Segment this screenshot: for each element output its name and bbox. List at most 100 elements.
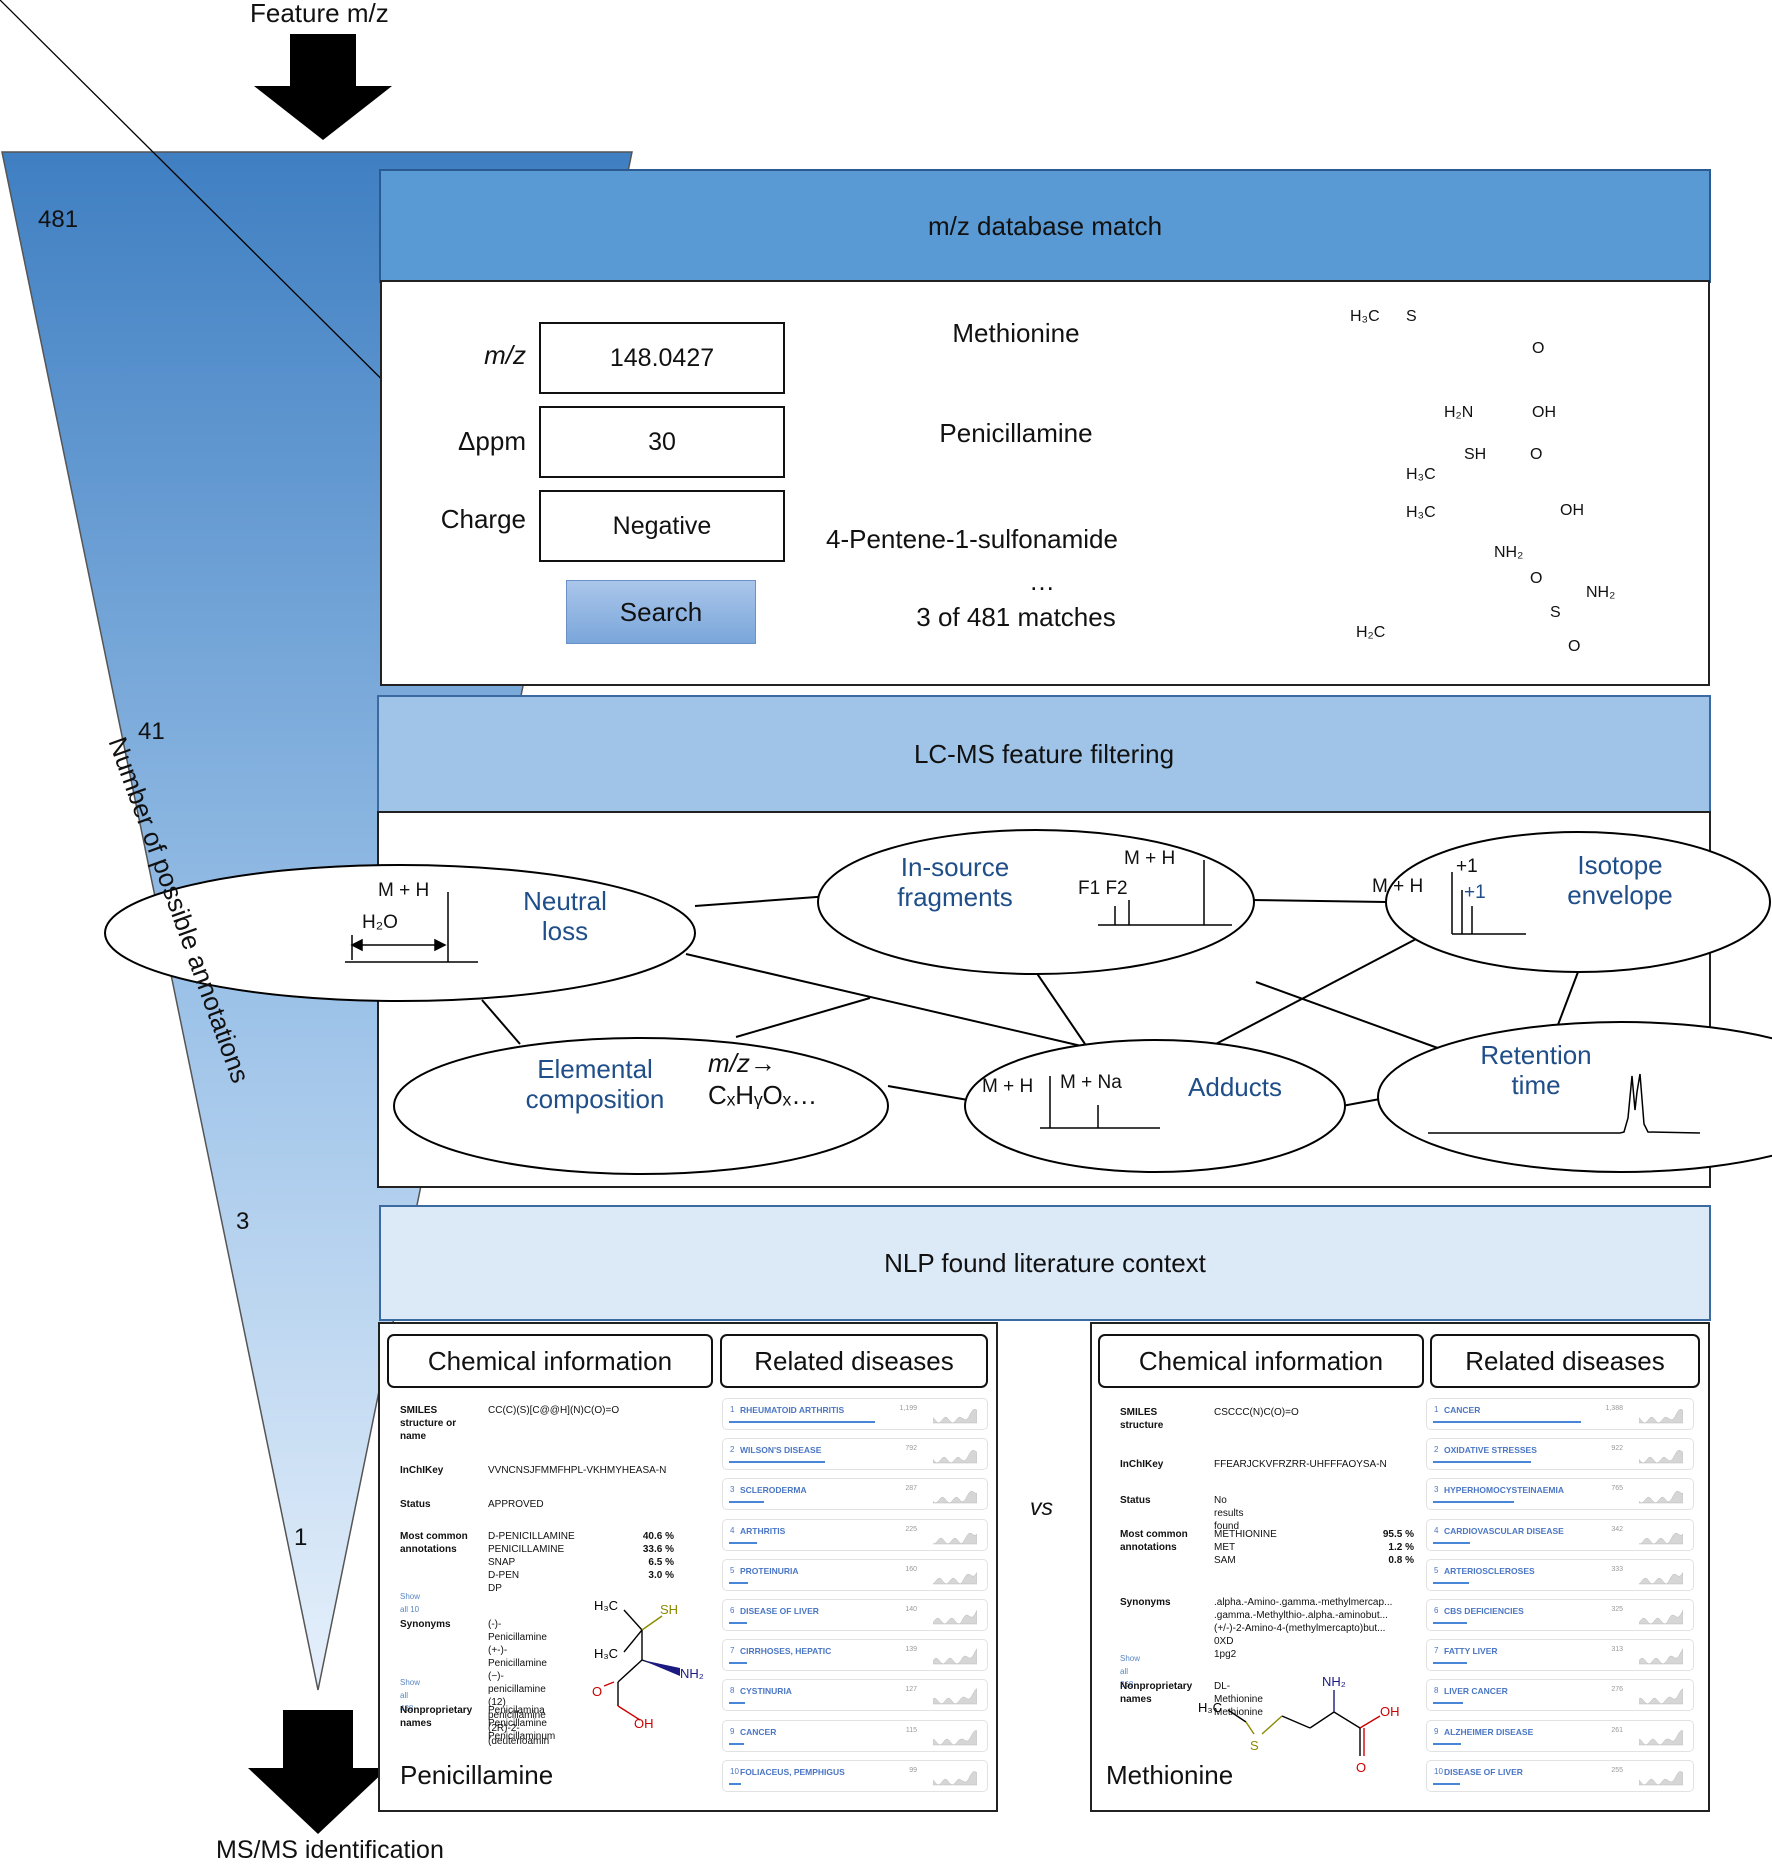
tab-related-diseases-right[interactable]: Related diseases bbox=[1430, 1334, 1700, 1388]
met-common-name: MET bbox=[1214, 1542, 1236, 1553]
match-2[interactable]: Penicillamine bbox=[939, 418, 1093, 448]
svg-text:OH: OH bbox=[1380, 1704, 1400, 1719]
met-nonprop: DL-Methionine Methionine bbox=[1214, 1680, 1263, 1719]
met-common-pct: 0.8 % bbox=[1388, 1555, 1414, 1566]
met-smiles: CSCCC(N)C(O)=O bbox=[1214, 1407, 1299, 1418]
pen-status: APPROVED bbox=[488, 1499, 544, 1510]
met-disease-bar bbox=[1433, 1541, 1470, 1544]
pen-disease-rank: 3 bbox=[730, 1485, 735, 1495]
funnel-count-3: 3 bbox=[236, 1208, 250, 1235]
match-ellipsis: … bbox=[1029, 566, 1055, 596]
pen-common-name: D-PEN bbox=[488, 1570, 520, 1581]
pen-disease-bar bbox=[729, 1461, 826, 1464]
pen-syn-show-all[interactable]: Show all 488 bbox=[400, 1678, 421, 1713]
pen-disease-count: 1,199 bbox=[899, 1405, 917, 1412]
pen-synonym: (-)-Penicillamine bbox=[488, 1619, 547, 1643]
network-edges bbox=[481, 895, 1579, 1107]
met-disease-bar bbox=[1433, 1622, 1468, 1624]
met-disease-name: HYPERHOMOCYSTEINAEMIA bbox=[1444, 1485, 1564, 1496]
tab-related-diseases-left[interactable]: Related diseases bbox=[720, 1334, 988, 1388]
pent-o-2: O bbox=[1568, 638, 1581, 655]
met-disease-name: FATTY LIVER bbox=[1444, 1646, 1498, 1657]
output-label: MS/MS identification bbox=[216, 1836, 444, 1864]
pen-disease-trend bbox=[933, 1729, 977, 1745]
met-disease-rank: 9 bbox=[1434, 1726, 1439, 1736]
isf-mh-label: M + H bbox=[1124, 848, 1176, 869]
node-neutral-loss[interactable]: Neutral loss bbox=[500, 886, 630, 946]
pen-disease-trend bbox=[933, 1532, 977, 1544]
pen-disease-bar bbox=[729, 1662, 747, 1665]
met-disease-trend bbox=[1639, 1648, 1683, 1665]
node-isotope-shape bbox=[1385, 831, 1771, 973]
node-elemental-line1: Elemental bbox=[537, 1054, 653, 1084]
ppm-input[interactable]: 30 bbox=[539, 406, 785, 478]
node-isotope-line2: envelope bbox=[1567, 880, 1673, 910]
met-oh: OH bbox=[1532, 404, 1556, 421]
pen-disease-name: DISEASE OF LIVER bbox=[740, 1606, 819, 1616]
met-h3c: H₃C bbox=[1350, 308, 1380, 325]
pen-status-key: Status bbox=[400, 1499, 431, 1510]
funnel-count-1: 481 bbox=[38, 206, 79, 233]
node-elemental[interactable]: Elemental composition bbox=[510, 1054, 680, 1114]
met-h2n: H₂N bbox=[1444, 404, 1474, 421]
pen-disease-rank: 1 bbox=[730, 1405, 735, 1414]
pen-disease-name: FOLIACEUS, PEMPHIGUS bbox=[740, 1766, 845, 1777]
met-disease-name: OXIDATIVE STRESSES bbox=[1444, 1445, 1537, 1456]
charge-select[interactable]: Negative bbox=[539, 490, 785, 562]
pen-common-show-all[interactable]: Show all 10 bbox=[400, 1592, 421, 1614]
met-syn-show-all[interactable]: Show all 268 bbox=[1120, 1654, 1141, 1689]
pen-common-row: DP bbox=[488, 1582, 674, 1595]
met-card-name: Methionine bbox=[1106, 1760, 1234, 1790]
met-disease-trend bbox=[1639, 1571, 1683, 1585]
tab-chemical-info-left[interactable]: Chemical information bbox=[387, 1334, 713, 1388]
mz-input[interactable]: 148.0427 bbox=[539, 322, 785, 394]
node-in-source[interactable]: In-source fragments bbox=[880, 852, 1030, 912]
pen-disease-name: CIRRHOSES, HEPATIC bbox=[740, 1646, 832, 1657]
node-isotope[interactable]: Isotope envelope bbox=[1540, 850, 1700, 910]
tab-chemical-info-right[interactable]: Chemical information bbox=[1098, 1334, 1424, 1388]
match-1[interactable]: Methionine bbox=[952, 318, 1080, 348]
match-summary: 3 of 481 matches bbox=[916, 602, 1116, 632]
met-disease-trend bbox=[1639, 1408, 1683, 1424]
svg-text:NH₂: NH₂ bbox=[680, 1666, 704, 1681]
met-disease-trend bbox=[1639, 1610, 1683, 1625]
node-adducts[interactable]: Adducts bbox=[1188, 1072, 1282, 1102]
node-retention[interactable]: Retention time bbox=[1466, 1040, 1606, 1100]
met-disease-count: 922 bbox=[1611, 1445, 1623, 1453]
met-common-pct: 95.5 % bbox=[1382, 1529, 1414, 1540]
met-disease-count: 313 bbox=[1611, 1646, 1623, 1654]
pen-synonym: (−)-penicillamine bbox=[488, 1671, 546, 1695]
met-synonym: 1pg2 bbox=[1214, 1649, 1237, 1660]
panel3-header-bg bbox=[379, 1205, 1711, 1321]
node-isotope-line1: Isotope bbox=[1577, 850, 1663, 880]
met-status-key: Status bbox=[1120, 1495, 1151, 1506]
match-3[interactable]: 4-Pentene-1-sulfonamide bbox=[826, 524, 1118, 554]
search-button[interactable]: Search bbox=[566, 580, 756, 644]
pen-disease-rank: 4 bbox=[730, 1525, 735, 1535]
